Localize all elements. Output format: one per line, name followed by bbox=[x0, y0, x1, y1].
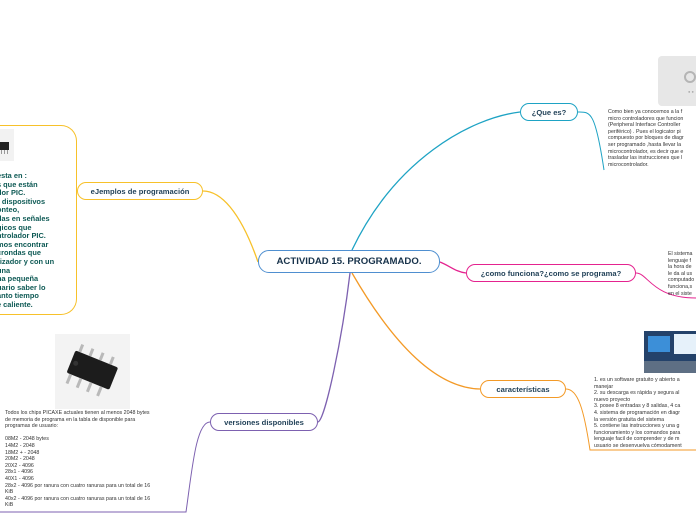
chip-icon bbox=[0, 129, 14, 161]
central-topic[interactable]: ACTIVIDAD 15. PROGRAMADO. bbox=[258, 250, 440, 273]
link-como bbox=[439, 261, 467, 274]
versiones-text: Todos los chips PICAXE actuales tienen a… bbox=[5, 410, 151, 509]
link-ejemplos bbox=[202, 190, 259, 263]
link-ver-text bbox=[0, 421, 211, 513]
topic-caracteristicas[interactable]: características bbox=[480, 380, 566, 398]
topic-ejemplos[interactable]: eJemplos de programación bbox=[77, 182, 203, 200]
camera-icon: ● ● bbox=[658, 56, 696, 106]
topic-como-funciona[interactable]: ¿como funciona?¿como se programa? bbox=[466, 264, 636, 282]
ejemplos-text: esta en : s que están dor PIC. r disposi… bbox=[0, 172, 55, 309]
monitor-right bbox=[674, 334, 696, 354]
computer-lab-photo bbox=[644, 331, 696, 373]
pic-chip-photo bbox=[55, 334, 130, 409]
link-como-text bbox=[635, 272, 696, 299]
camera-dots: ● ● bbox=[688, 89, 694, 94]
camera-lens bbox=[684, 71, 696, 83]
link-que-es bbox=[351, 111, 521, 251]
topic-versiones[interactable]: versiones disponibles bbox=[210, 413, 318, 431]
como-funciona-text: El sistema lenguaje f la hora de le da a… bbox=[668, 251, 695, 297]
desk bbox=[644, 361, 696, 373]
topic-que-es[interactable]: ¿Que es? bbox=[520, 103, 578, 121]
caracteristicas-text: 1. es un software gratuito y abierto a m… bbox=[594, 377, 682, 449]
link-car-text bbox=[565, 388, 696, 451]
que-es-text: Como bien ya conocemos a la f micro cont… bbox=[608, 109, 684, 167]
monitor-left bbox=[648, 336, 670, 352]
link-versiones bbox=[317, 272, 351, 423]
link-que-es-text bbox=[577, 111, 605, 171]
link-caracteristicas bbox=[351, 272, 481, 390]
